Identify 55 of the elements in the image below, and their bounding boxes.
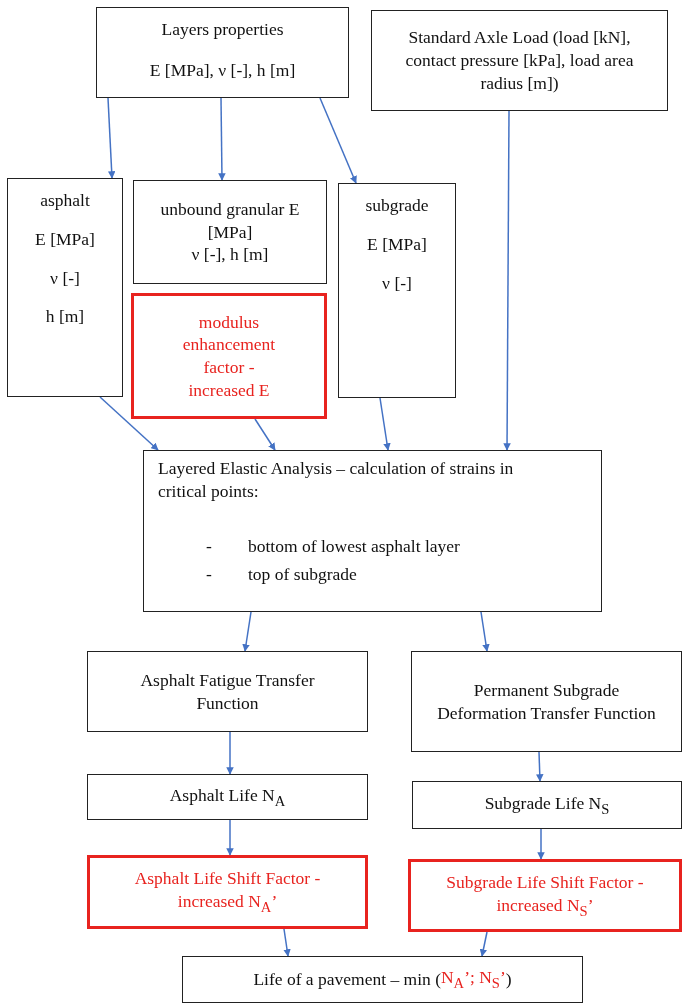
process-box — [87, 774, 368, 820]
process-box — [143, 450, 602, 612]
highlight-box — [87, 855, 368, 929]
box-text: ) — [505, 968, 512, 991]
arrow — [503, 110, 511, 451]
arrow — [283, 928, 291, 957]
arrow — [379, 397, 391, 451]
arrow — [254, 418, 276, 451]
process-box — [7, 178, 123, 397]
arrow — [536, 751, 544, 782]
arrow — [480, 611, 490, 652]
box-text: Asphalt Life N$_{A}$ — [169, 783, 286, 811]
process-box — [338, 183, 456, 398]
arrow — [218, 97, 226, 181]
list-item: bottom of lowest asphalt layer — [248, 535, 460, 558]
box-text: asphalt — [40, 189, 90, 212]
box-text: N$_{A}$’; N$_{S}$’ — [440, 966, 506, 993]
arrow — [242, 611, 252, 652]
box-text: ν [-] — [382, 271, 412, 295]
box-text: subgrade — [365, 194, 429, 217]
result-box — [182, 956, 583, 1003]
bullet-dash: - — [206, 535, 212, 558]
box-text: Asphalt Life Shift Factor - increased N$_{A}$’ — [133, 867, 322, 917]
arrow — [479, 931, 488, 957]
arrow — [319, 97, 357, 184]
list-item: top of subgrade — [248, 563, 357, 586]
box-text: Subgrade Life N$_{S}$ — [484, 791, 610, 819]
box-text: Subgrade Life Shift Factor - increased N$_{S}$’ — [445, 870, 645, 921]
process-box — [412, 781, 682, 829]
arrow — [107, 97, 116, 179]
box-text: Permanent Subgrade Deformation Transfer Function — [436, 678, 657, 725]
box-text: Layered Elastic Analysis – calculation of strains in critical points: — [158, 457, 515, 503]
box-text: E [MPa] — [367, 232, 427, 256]
bullet-dash: - — [206, 563, 212, 586]
box-text: E [MPa], ν [-], h [m] — [149, 58, 296, 82]
arrow — [99, 396, 159, 451]
process-box — [411, 651, 682, 752]
box-text: Asphalt Fatigue Transfer Function — [139, 668, 316, 715]
process-box — [371, 10, 668, 111]
process-box — [133, 180, 327, 284]
box-text: h [m] — [45, 305, 85, 328]
arrow — [537, 828, 545, 860]
box-text: ν [-] — [50, 266, 80, 290]
highlight-box — [408, 859, 682, 932]
process-box — [96, 7, 349, 98]
box-text: Standard Axle Load (load [kN], contact pressure [kPa], load area radius [m]) — [404, 26, 635, 95]
box-text: Life of a pavement – min ( — [253, 968, 441, 991]
box-text: modulus enhancement factor - increased E — [181, 310, 277, 402]
box-text: ν [-], h [m] — [191, 243, 269, 267]
arrow — [226, 819, 234, 856]
box-text: Layers properties — [161, 18, 284, 41]
arrow — [226, 731, 234, 775]
process-box — [87, 651, 368, 732]
highlight-box — [131, 293, 327, 419]
box-text: E [MPa] — [35, 227, 95, 251]
